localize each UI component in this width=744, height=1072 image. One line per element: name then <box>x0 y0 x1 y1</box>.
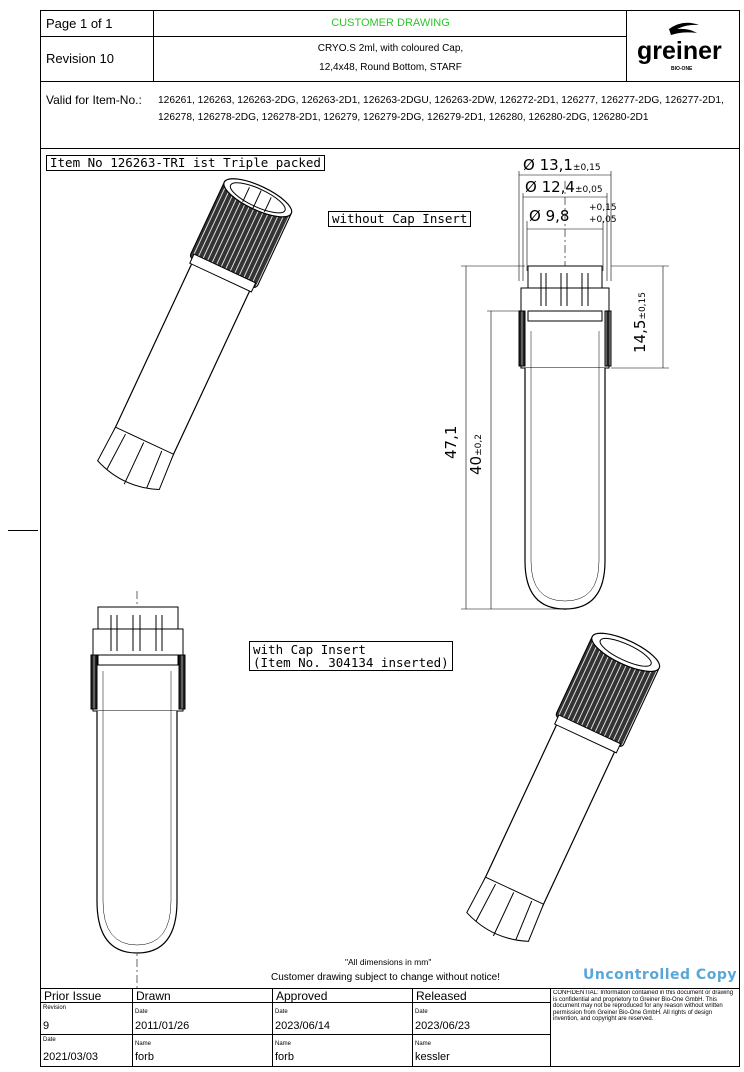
approved-name-label: Name <box>275 1041 292 1047</box>
all-dimensions-note: "All dimensions in mm" <box>345 957 432 967</box>
dim-d2-value: Ø 12,4 <box>525 178 575 196</box>
description-line-2: 12,4x48, Round Bottom, STARF <box>319 62 462 73</box>
dim-d3-value: Ø 9,8 <box>529 207 570 225</box>
released-label: Released <box>416 989 467 1003</box>
drawn-name-cell: Name forb <box>133 1035 273 1066</box>
released-date-label: Date <box>415 1009 428 1015</box>
released-date-cell: Date 2023/06/23 <box>413 1003 551 1035</box>
with-insert-line-2: (Item No. 304134 inserted) <box>253 655 449 670</box>
drawn-date-value: 2011/01/26 <box>135 1020 190 1032</box>
dim-h-cap-value: 14,5 <box>631 319 649 353</box>
drawn-date-label: Date <box>135 1009 148 1015</box>
drawn-name-value: forb <box>135 1051 154 1063</box>
page-cell: Page 1 of 1 <box>41 11 154 37</box>
front-view-tube-with-insert <box>90 591 186 991</box>
page-label: Page 1 of 1 <box>46 16 113 31</box>
logo-cell: greiner BIO-ONE <box>627 11 739 81</box>
dim-d1-tol: ±0,15 <box>572 163 601 173</box>
valid-for-line-2: 126278, 126278-2DG, 126278-2D1, 126279, … <box>158 112 649 123</box>
revision-label: Revision 10 <box>46 51 114 66</box>
dim-total-height: 47,1 <box>442 426 460 459</box>
prior-issue-header: Prior Issue <box>41 989 133 1003</box>
title-cell: CUSTOMER DRAWING <box>154 11 627 37</box>
prior-date-value: 2021/03/03 <box>43 1051 99 1063</box>
triple-pack-label: Item No 126263-TRI ist Triple packed <box>46 155 325 171</box>
with-insert-label: with Cap Insert (Item No. 304134 inserte… <box>249 641 453 671</box>
drawn-label: Drawn <box>136 989 171 1003</box>
released-name-label: Name <box>415 1041 432 1047</box>
approved-date-label: Date <box>275 1009 288 1015</box>
subject-to-change-note: Customer drawing subject to change witho… <box>271 972 501 983</box>
without-insert-label: without Cap Insert <box>328 211 472 227</box>
dim-body-height: 40±0,2 <box>467 434 485 475</box>
description-line-1: CRYO.S 2ml, with coloured Cap, <box>317 43 464 54</box>
prior-revision-cell: Revision 9 <box>41 1003 133 1035</box>
dim-d1-value: Ø 13,1 <box>523 156 573 174</box>
approved-date-cell: Date 2023/06/14 <box>273 1003 413 1035</box>
approved-label: Approved <box>276 989 328 1003</box>
uncontrolled-copy-stamp: Uncontrolled Copy <box>583 967 737 983</box>
dim-d3-tol-up: +0,15 <box>589 203 617 213</box>
logo-subtext: BIO-ONE <box>671 66 693 72</box>
approved-name-cell: Name forb <box>273 1035 413 1066</box>
dim-h-body-value: 40 <box>467 455 485 475</box>
technical-drawings <box>90 171 669 991</box>
approved-header: Approved <box>273 989 413 1003</box>
dim-h-cap-tol: ±0,15 <box>638 292 648 320</box>
drawn-date-cell: Date 2011/01/26 <box>133 1003 273 1035</box>
margin-mark <box>8 530 38 531</box>
drawing-sheet: Page 1 of 1 Revision 10 CUSTOMER DRAWING… <box>40 10 740 1067</box>
released-name-cell: Name kessler <box>413 1035 551 1066</box>
footer-table: Prior Issue Revision 9 Date 2021/03/03 D… <box>41 988 739 1066</box>
prior-issue-label: Prior Issue <box>44 989 102 1003</box>
dim-h-body-tol: ±0,2 <box>474 434 484 456</box>
iso-tube-top <box>97 178 293 491</box>
prior-revision-label: Revision <box>43 1005 67 1011</box>
confidential-notice: CONFIDENTIAL: Information contained in t… <box>553 990 734 1022</box>
dim-cap-diameter: Ø 12,4±0,05 <box>525 178 603 196</box>
drawn-header: Drawn <box>133 989 273 1003</box>
released-header: Released <box>413 989 551 1003</box>
prior-date-cell: Date 2021/03/03 <box>41 1035 133 1066</box>
front-view-tube <box>461 171 669 611</box>
dim-d3-tol-dn: +0,05 <box>589 215 617 225</box>
with-insert-line-1: with Cap Insert <box>253 642 366 657</box>
iso-tube-bottom <box>466 632 661 942</box>
dim-h-total-value: 47,1 <box>442 425 460 459</box>
description-cell: CRYO.S 2ml, with coloured Cap, 12,4x48, … <box>154 37 627 81</box>
revision-cell: Revision 10 <box>41 37 154 81</box>
dim-inner-diameter: Ø 9,8 <box>529 207 569 225</box>
greiner-logo-mark <box>669 22 699 35</box>
released-name-value: kessler <box>415 1051 450 1063</box>
drawing-title: CUSTOMER DRAWING <box>331 17 450 29</box>
logo-text: greiner <box>637 37 722 65</box>
dim-cap-height: 14,5±0,15 <box>631 292 649 353</box>
approved-date-value: 2023/06/14 <box>275 1020 331 1032</box>
valid-for-section: Valid for Item-No.: 126261, 126263, 1262… <box>41 81 739 149</box>
drawn-name-label: Name <box>135 1041 152 1047</box>
dim-d2-tol: ±0,05 <box>574 185 603 195</box>
prior-revision-value: 9 <box>43 1020 50 1032</box>
dim-outer-diameter: Ø 13,1±0,15 <box>523 156 601 174</box>
approved-name-value: forb <box>275 1051 294 1063</box>
released-date-value: 2023/06/23 <box>415 1020 471 1032</box>
valid-for-label: Valid for Item-No.: <box>46 93 142 107</box>
valid-for-line-1: 126261, 126263, 126263-2DG, 126263-2D1, … <box>158 95 724 106</box>
prior-date-label: Date <box>43 1037 56 1043</box>
